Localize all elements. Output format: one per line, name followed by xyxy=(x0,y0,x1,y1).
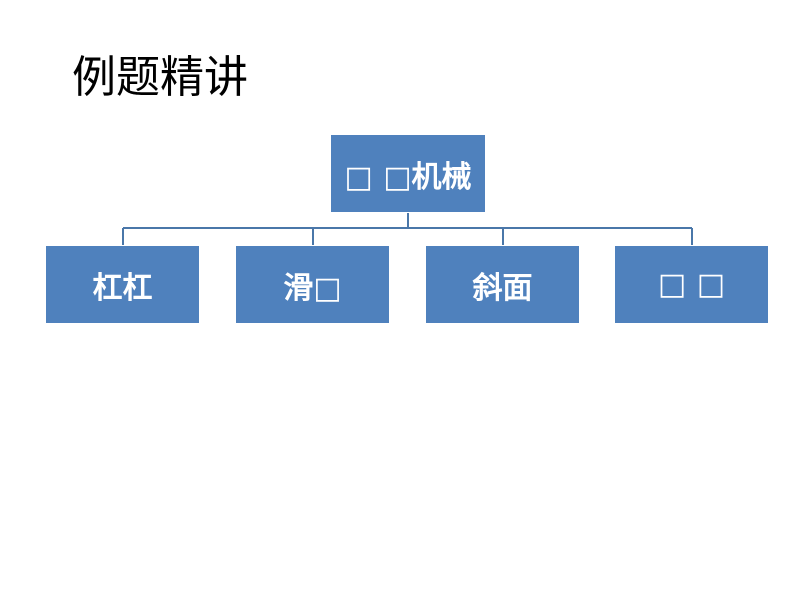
diagram-child-label-3: 斜面 xyxy=(472,270,533,306)
diagram-child-node-1: 杠杠 xyxy=(45,245,200,324)
diagram-root-node: □ □机械 xyxy=(330,134,486,213)
diagram-child-node-3: 斜面 xyxy=(425,245,580,324)
page-title: 例题精讲 xyxy=(72,52,248,103)
diagram-child-label-1: 杠杠 xyxy=(92,270,153,306)
diagram-child-node-2: 滑□ xyxy=(235,245,390,324)
diagram-child-label-4: □ □ xyxy=(657,267,726,302)
diagram-root-label: □ □机械 xyxy=(344,159,472,195)
diagram-child-node-4: □ □ xyxy=(614,245,769,324)
diagram-child-label-2: 滑□ xyxy=(283,270,342,306)
